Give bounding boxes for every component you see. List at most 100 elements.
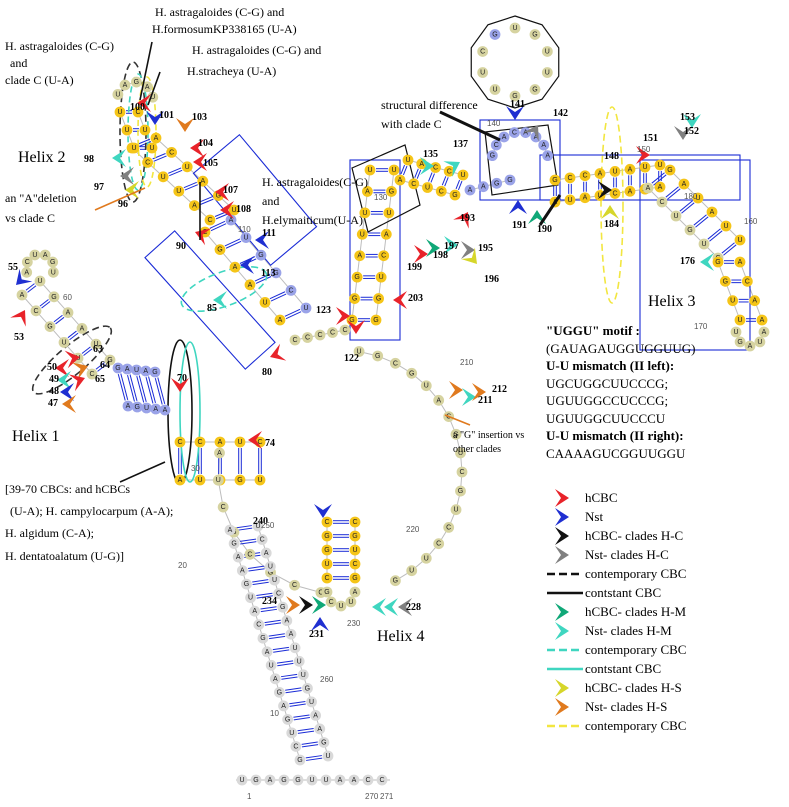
site-arrow-141: [506, 106, 524, 120]
terminal-sequence-nucleotide: U: [306, 774, 318, 786]
helix3-loop-nucleotide: A: [758, 326, 770, 338]
mid-annotation-line3: H.elymaiticum(U-A): [262, 213, 363, 227]
svg-text:G: G: [152, 369, 157, 376]
helix4-nucleotide: U: [349, 544, 361, 556]
helix2-nucleotide: U: [146, 142, 158, 154]
site-arrow-105: [193, 153, 207, 171]
svg-text:A: A: [200, 178, 205, 185]
central-stem-nucleotide: G: [373, 293, 384, 304]
svg-text:U: U: [512, 25, 517, 32]
site-label: 137: [453, 139, 468, 150]
multiloop-nucleotide: C: [456, 466, 468, 478]
helix3-nucleotide: C: [579, 170, 591, 182]
motif-sequence: (GAUAGAUGGUGGUUG): [546, 340, 696, 356]
helix3-nucleotide: A: [756, 314, 768, 326]
svg-text:A: A: [143, 368, 148, 375]
svg-text:U: U: [386, 210, 391, 217]
site-arrow-240: [314, 504, 332, 518]
svg-text:U: U: [379, 274, 384, 281]
helix1-loop-nucleotide: U: [29, 249, 41, 261]
helix1-nucleotide: U: [234, 436, 246, 448]
position-number: 30: [191, 464, 200, 473]
svg-text:A: A: [284, 618, 289, 625]
svg-text:U: U: [737, 317, 742, 324]
svg-text:U: U: [216, 477, 221, 484]
legend-symbol: [545, 526, 585, 545]
site-arrow-152: [674, 126, 692, 140]
legend-item: Nst- clades H-M: [545, 621, 785, 640]
svg-text:A: A: [154, 135, 159, 142]
site-arrow-: [312, 596, 326, 614]
terminal-sequence-nucleotide: G: [292, 774, 304, 786]
svg-text:C: C: [433, 165, 438, 172]
site-label: 152: [684, 126, 699, 137]
svg-text:G: G: [723, 278, 728, 285]
helix1-loop-nucleotide: C: [21, 256, 33, 268]
central-stem-nucleotide: A: [380, 228, 392, 240]
legend-label: contstant CBC: [585, 584, 662, 600]
legend-symbol: [545, 678, 585, 697]
svg-text:A: A: [233, 264, 238, 271]
multiloop-nucleotide: U: [353, 346, 365, 357]
svg-text:A: A: [762, 329, 767, 336]
svg-text:U: U: [93, 341, 98, 348]
svg-text:A: A: [534, 134, 539, 141]
site-label: 191: [512, 220, 527, 231]
branch-nucleotide: G: [449, 189, 461, 201]
svg-text:U: U: [149, 145, 154, 152]
helix2-nucleotide: U: [259, 297, 271, 308]
legend-item: contemporary CBC: [545, 716, 785, 735]
svg-text:U: U: [733, 329, 738, 336]
site-arrow-151: [636, 146, 650, 164]
central-stem-nucleotide: A: [362, 186, 373, 197]
svg-text:U: U: [248, 595, 253, 602]
svg-text:U: U: [150, 94, 155, 101]
svg-text:C: C: [288, 287, 293, 294]
svg-text:U: U: [115, 91, 120, 98]
pointer-arrow: [538, 194, 562, 226]
motif-panel: "UGGU" motif : (GAUAGAUGGUGGUUG) U-U mis…: [546, 322, 786, 462]
svg-text:G: G: [244, 581, 249, 588]
legend-item: contstant CBC: [545, 659, 785, 678]
site-label: 203: [408, 293, 423, 304]
pointer-arrow: [439, 110, 501, 142]
terminal-sequence-nucleotide: U: [236, 774, 248, 786]
site-arrow-107: [215, 183, 229, 201]
svg-text:U: U: [262, 299, 267, 306]
legend-item: hCBC- clades H-M: [545, 602, 785, 621]
svg-text:U: U: [612, 168, 617, 175]
helix3-loop-nucleotide: C: [490, 139, 502, 151]
svg-text:C: C: [293, 743, 298, 750]
branch-nucleotide: C: [408, 178, 420, 190]
helix3-nucleotide: A: [706, 206, 718, 218]
terminal-stem-nucleotide: U: [286, 727, 298, 739]
svg-text:A: A: [748, 343, 753, 350]
svg-text:U: U: [257, 477, 262, 484]
terminal-stem-nucleotide: A: [285, 628, 297, 640]
svg-text:A: A: [24, 269, 29, 276]
svg-text:C: C: [659, 199, 664, 206]
svg-text:A: A: [419, 161, 424, 168]
helix3-nucleotide: A: [579, 192, 591, 204]
helix2-nucleotide: U: [114, 106, 126, 118]
site-label: 199: [407, 262, 422, 273]
legend-symbol: [545, 716, 585, 735]
helix1-nucleotide: A: [174, 474, 186, 486]
multiloop-nucleotide: A: [433, 394, 445, 406]
site-label: 151: [643, 133, 658, 144]
svg-text:U: U: [255, 523, 260, 530]
svg-text:C: C: [567, 175, 572, 182]
svg-text:U: U: [289, 730, 294, 737]
mid-annotation-line2: and: [262, 194, 279, 208]
svg-text:C: C: [169, 149, 174, 156]
central-stem-nucleotide: U: [356, 228, 368, 240]
branch-nucleotide: C: [430, 162, 441, 173]
terminal-stem-nucleotide: A: [232, 551, 244, 563]
site-arrow-104: [190, 139, 204, 157]
helix2-nucleotide: A: [229, 261, 241, 273]
svg-text:U: U: [293, 645, 298, 652]
svg-text:U: U: [567, 197, 572, 204]
terminal-stem-nucleotide: G: [294, 754, 306, 766]
mid-annotation-line1: H. astragaloides(C-G): [262, 175, 368, 189]
svg-text:U: U: [367, 167, 372, 174]
